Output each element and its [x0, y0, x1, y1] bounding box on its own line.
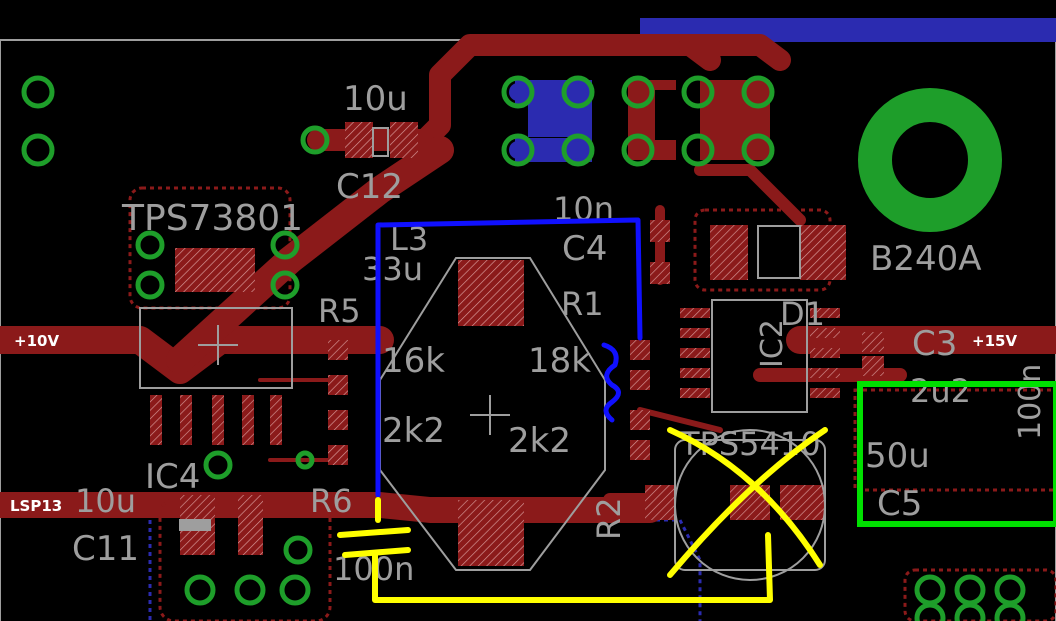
- connector-pad-traces: [628, 80, 770, 160]
- ic2-name-label: IC2: [755, 319, 790, 368]
- l3-value-label: 33u: [362, 250, 423, 288]
- r-16k-label: 16k: [382, 341, 445, 381]
- c3-value-label: 2u2: [910, 372, 971, 410]
- c4-name-label: C4: [562, 229, 607, 269]
- c5-name-label: C5: [877, 484, 922, 524]
- c3-name-label: C3: [912, 324, 957, 364]
- blue-annotation: [375, 217, 643, 498]
- net-label-lsp13: LSP13: [10, 497, 62, 515]
- c12-value-label: 10u: [343, 79, 408, 119]
- r2-name-label: R2: [590, 497, 628, 540]
- tps73801-label: TPS73801: [121, 198, 303, 239]
- bottom-via-fill: [509, 83, 587, 159]
- c11-value-label: 10u: [75, 482, 136, 520]
- cap-100n-vertical-label: 100n: [1013, 364, 1048, 440]
- d1-name-label: D1: [780, 295, 825, 333]
- net-labels: +10V +15V LSP13: [10, 332, 1017, 515]
- c11-name-label: C11: [72, 529, 139, 569]
- net-label-plus15v: +15V: [972, 332, 1017, 350]
- net-label-plus10v: +10V: [14, 332, 59, 350]
- c12-name-label: C12: [336, 167, 403, 207]
- r-2k2-right-label: 2k2: [508, 421, 571, 461]
- mounting-hole-pad: [858, 88, 1002, 232]
- r5-name-label: R5: [318, 292, 361, 330]
- cap-50u-label: 50u: [865, 436, 930, 476]
- yellow-annotation: [337, 427, 828, 603]
- r6-name-label: R6: [310, 482, 353, 520]
- green-annotation-box: [857, 381, 1056, 527]
- b240a-label: B240A: [870, 239, 981, 279]
- ic4-name-label: IC4: [145, 457, 200, 497]
- r1-name-label: R1: [561, 285, 604, 323]
- r-2k2-left-label: 2k2: [382, 411, 445, 451]
- via-pads: [21, 75, 1026, 621]
- r-18k-label: 18k: [528, 341, 591, 381]
